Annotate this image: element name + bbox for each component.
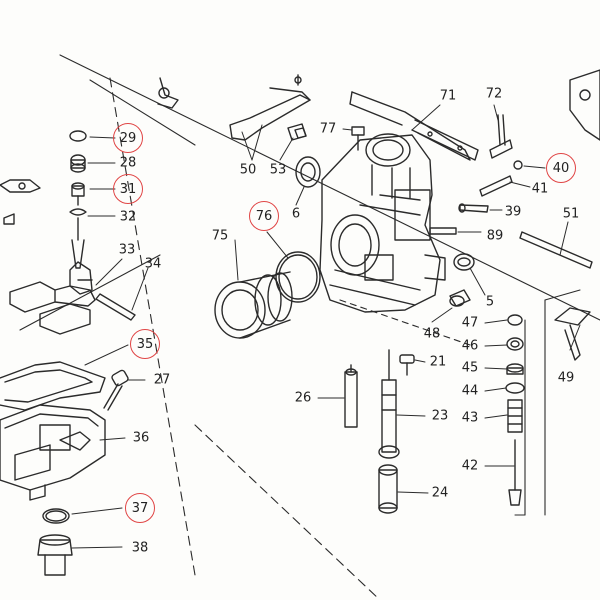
label-part-5: 5 [485, 294, 495, 310]
right-edge-parts [554, 69, 600, 361]
part-34-pin [95, 293, 136, 321]
part-75-funnel [214, 271, 293, 339]
part-50-linkage [157, 74, 311, 141]
label-part-21: 21 [429, 354, 447, 370]
label-part-40: 40 [546, 153, 576, 183]
part-48-jet [449, 289, 471, 307]
part-26-jet [344, 364, 358, 428]
part-5-cap [453, 253, 475, 271]
label-part-33: 33 [118, 242, 136, 258]
label-part-72: 72 [485, 86, 503, 102]
label-part-34: 34 [144, 256, 162, 272]
label-part-26: 26 [294, 390, 312, 406]
part-71-bracket [411, 119, 479, 161]
label-part-29: 29 [113, 123, 143, 153]
small-parts-left [69, 130, 87, 269]
label-part-6: 6 [291, 206, 301, 222]
label-part-71: 71 [439, 88, 457, 104]
left-bracket-part [0, 179, 41, 225]
label-part-31: 31 [113, 174, 143, 204]
part-23-needle-jet [378, 349, 400, 459]
label-part-47: 47 [461, 315, 479, 331]
part-6-cap [295, 156, 321, 188]
label-part-39: 39 [504, 204, 522, 220]
part-33-float [9, 261, 96, 335]
reference-lines [19, 54, 600, 600]
part-39 [458, 203, 489, 213]
label-part-23: 23 [431, 408, 449, 424]
label-part-41: 41 [531, 181, 549, 197]
part-27-screw [103, 369, 129, 411]
part-35-gasket [0, 361, 106, 411]
label-part-45: 45 [461, 360, 479, 376]
part-53-clip [287, 123, 307, 141]
part-72-screw [489, 114, 513, 159]
part-40-41 [479, 160, 523, 197]
part-51-rod [519, 231, 593, 269]
label-part-50: 50 [239, 162, 257, 178]
label-part-27: 27 [153, 372, 171, 388]
label-part-49: 49 [557, 370, 575, 386]
leader-lines [71, 104, 581, 549]
part-37-oring [42, 508, 70, 524]
part-24-jet [378, 464, 398, 514]
label-part-37: 37 [125, 493, 155, 523]
label-part-32: 32 [119, 209, 137, 225]
label-part-76: 76 [249, 201, 279, 231]
part-21-screw [399, 354, 415, 376]
label-part-38: 38 [131, 540, 149, 556]
label-part-51: 51 [562, 206, 580, 222]
part-38-plug [37, 534, 73, 576]
label-part-28: 28 [119, 155, 137, 171]
label-part-36: 36 [132, 430, 150, 446]
part-89 [429, 227, 457, 235]
label-part-89: 89 [486, 228, 504, 244]
label-part-77: 77 [319, 121, 337, 137]
label-part-75: 75 [211, 228, 229, 244]
jet-stack-42-47 [505, 314, 525, 506]
label-part-48: 48 [423, 326, 441, 342]
label-part-24: 24 [431, 485, 449, 501]
label-part-46: 46 [461, 338, 479, 354]
label-part-35: 35 [130, 329, 160, 359]
carburetor-body [319, 91, 471, 313]
label-part-42: 42 [461, 458, 479, 474]
label-part-53: 53 [269, 162, 287, 178]
label-part-43: 43 [461, 410, 479, 426]
label-part-44: 44 [461, 383, 479, 399]
part-36-float-bowl [0, 404, 106, 501]
part-76-oring [275, 251, 321, 303]
